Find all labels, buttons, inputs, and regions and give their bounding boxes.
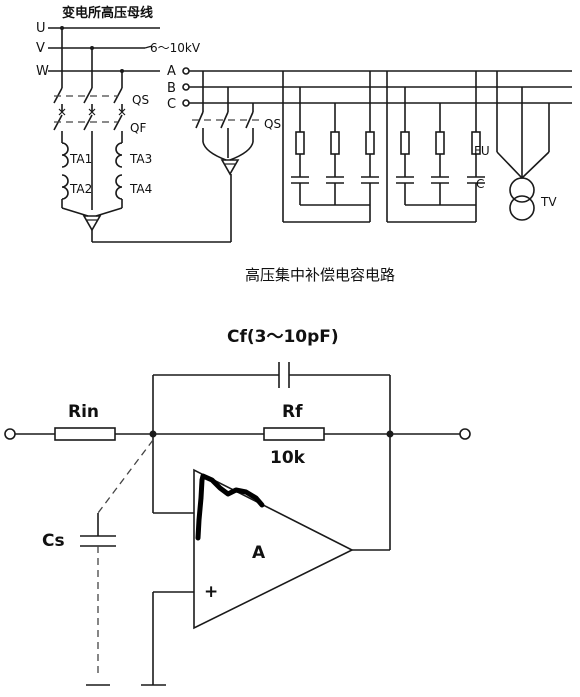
rin-label: Rin: [68, 402, 99, 422]
ta2-label: TA2: [69, 182, 92, 196]
ta1-label: TA1: [69, 152, 92, 166]
fuse-icon: [295, 131, 305, 155]
marker-annotation: [195, 473, 265, 541]
fuse-icon: [435, 131, 445, 155]
voltage-label: 6～10kV: [150, 41, 201, 55]
tv-label: TV: [540, 195, 557, 209]
phase-a-label: A: [167, 64, 176, 79]
ct-left-coils: [61, 142, 123, 200]
voltage-transformer: TV: [496, 71, 557, 221]
fuse-icon: [400, 131, 410, 155]
rf-resistor: [263, 427, 325, 441]
fuse-icon: [365, 131, 375, 155]
c-label: C: [476, 177, 484, 191]
input-terminal: [4, 428, 16, 440]
phase-b-label: B: [167, 81, 176, 96]
qs-left-label: QS: [132, 93, 149, 107]
fuse-icon: [330, 131, 340, 155]
rin-resistor: [54, 427, 116, 441]
right-feeder: QS: [192, 71, 281, 242]
cs-label: Cs: [42, 531, 65, 551]
rf-label: Rf: [282, 402, 303, 422]
ta3-label: TA3: [129, 152, 152, 166]
left-bus: 变电所高压母线 U V W 6～10kV: [36, 5, 201, 79]
capacitor-bank: FU C: [282, 71, 490, 223]
output-terminal: [459, 428, 471, 440]
qf-label: QF: [130, 121, 146, 135]
bus-title: 变电所高压母线: [62, 5, 153, 21]
opamp-triangle: [193, 468, 354, 630]
tv-winding-icon: [509, 195, 535, 221]
phase-v-label: V: [36, 41, 45, 56]
fu-label: FU: [474, 144, 490, 158]
phase-w-label: W: [36, 64, 49, 79]
qf-breaker-marks: [58, 108, 126, 116]
capacitor-group-2: [396, 71, 485, 206]
phase-c-label: C: [167, 97, 176, 112]
cf-label: Cf(3～10pF): [227, 327, 339, 347]
hv-compensation-diagram: 变电所高压母线 U V W 6～10kV QS: [36, 5, 572, 284]
opamp-diagram: Cf(3～10pF) Rin Rf 10k A +: [4, 327, 471, 686]
ta4-label: TA4: [129, 182, 152, 196]
diagram-caption: 高压集中补偿电容电路: [245, 266, 395, 284]
rf-value: 10k: [270, 448, 306, 468]
cable-head-right: [220, 159, 240, 176]
noninverting-sign: +: [204, 582, 218, 602]
right-bus: A B C: [167, 64, 572, 112]
phase-u-label: U: [36, 21, 46, 36]
left-feeder: QS QF TA1: [53, 28, 231, 243]
tv-winding-icon: [509, 177, 535, 203]
capacitor-group-1: [291, 71, 379, 206]
opamp-label: A: [252, 543, 266, 563]
qs-right-label: QS: [264, 117, 281, 131]
cable-head-left: [82, 215, 102, 232]
